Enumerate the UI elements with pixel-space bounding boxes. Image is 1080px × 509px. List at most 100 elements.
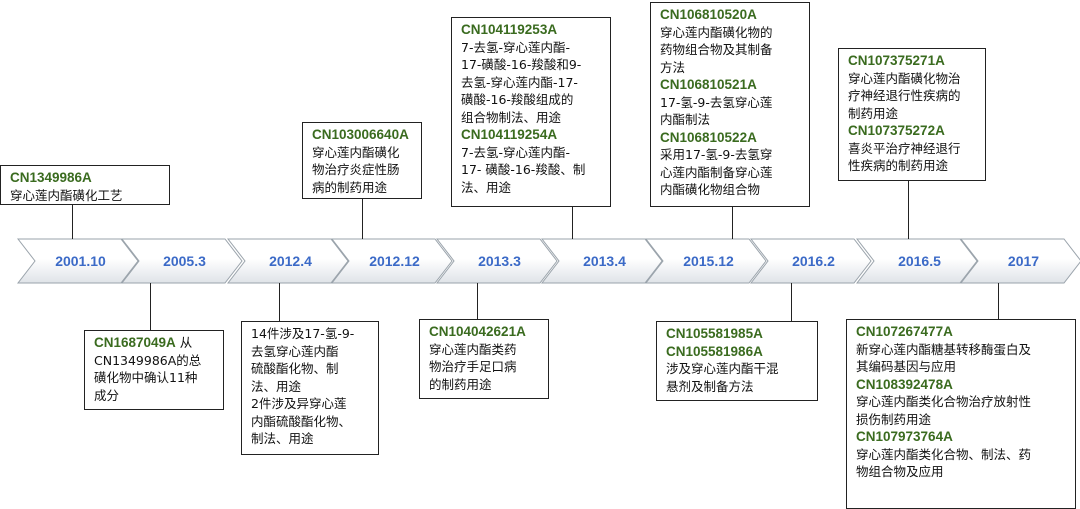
patent-description-line: 病的制药用途	[312, 179, 388, 195]
patent-description-line: 2件涉及异穿心莲	[251, 396, 347, 411]
patent-description-line: 17- 磺酸-16-羧酸、制	[461, 162, 586, 177]
patent-description-line: 穿心莲内酯磺化物的	[660, 24, 773, 40]
patent-description-line: 17-氢-9-去氢穿心莲	[660, 94, 773, 110]
year-label: 2013.4	[583, 253, 626, 269]
timeline-chevron	[120, 238, 243, 284]
connector-2016-5	[908, 181, 909, 239]
patent-number-line: CN106810520A	[660, 6, 803, 24]
patent-description-line: 穿心莲内酯类药	[429, 341, 517, 357]
patent-description-line: 损伤制药用途	[856, 411, 932, 427]
patent-number-line: CN107973764A	[856, 428, 1069, 446]
year-label: 2012.4	[269, 253, 312, 269]
patent-description-line: 法、用途	[251, 378, 302, 394]
patent-box-2016-5: CN107375271A 穿心莲内酯磺化物治疗神经退行性疾病的制药用途 CN1073…	[838, 48, 986, 181]
patent-description-line: 去氢-穿心莲内酯-17-	[461, 74, 578, 90]
patent-number-line: CN108392478A	[856, 376, 1069, 394]
patent-number: CN106810520A	[660, 7, 757, 22]
timeline-chevron	[959, 238, 1080, 284]
patent-description-line: 心莲内酯制备穿心莲	[660, 164, 773, 180]
patent-number: CN107267477A	[856, 324, 953, 339]
timeline-chevron	[226, 238, 349, 284]
patent-description-line: 成分	[94, 387, 120, 403]
patent-description-line: 14件涉及17-氢-9-	[251, 326, 355, 341]
patent-description-line: 穿心莲内酯磺化物治	[848, 70, 961, 86]
patent-description-line: 制法、用途	[251, 431, 314, 446]
patent-description-line: 制药用途	[848, 105, 899, 121]
patent-description-line: 7-去氢-穿心莲内酯-	[461, 39, 570, 55]
year-label: 2012.12	[369, 253, 420, 269]
timeline-chevron	[644, 238, 767, 284]
patent-number: CN104042621A	[429, 324, 526, 339]
patent-number-line: CN107267477A	[856, 323, 1069, 341]
patent-description-line: 的制药用途	[429, 376, 492, 392]
patent-number: CN107375272A	[848, 123, 945, 138]
patent-note: 从	[175, 335, 193, 350]
patent-description-line: 穿心莲内酯类化合物治疗放射性	[856, 394, 1032, 409]
patent-description-line: 性疾病的制药用途	[848, 158, 949, 173]
year-label: 2015.12	[683, 253, 734, 269]
connector-2005-3	[150, 283, 151, 330]
patent-description-line: 法、用途	[461, 179, 512, 195]
connector-2013-3	[477, 283, 478, 319]
patent-number-line: CN107375272A	[848, 122, 979, 140]
patent-description-line: 新穿心莲内酯糖基转移酶蛋白及	[856, 341, 1032, 357]
year-label: 2005.3	[163, 253, 206, 269]
patent-number-line: CN104119253A	[461, 21, 604, 39]
patent-description-line: 采用17-氢-9-去氢穿	[660, 147, 773, 162]
patent-number: CN104119254A	[461, 127, 558, 142]
patent-number: CN105581985A	[666, 326, 763, 341]
patent-number: CN103006640A	[312, 127, 409, 142]
timeline-chevron	[855, 238, 978, 284]
patent-description-line: 物治疗炎症性肠	[312, 162, 400, 177]
timeline-chevron	[435, 238, 558, 284]
patent-description-line: 喜炎平治疗神经退行	[848, 140, 961, 156]
patent-description-line: 7-去氢-穿心莲内酯-	[461, 144, 570, 160]
year-label: 2016.2	[792, 253, 835, 269]
patent-description-line: 物组合物及应用	[856, 464, 944, 479]
patent-description-line: 疗神经退行性疾病的	[848, 88, 961, 103]
patent-number-line: CN1687049A 从	[94, 334, 217, 352]
connector-2016-2	[791, 283, 792, 321]
patent-box-2013-3: CN104042621A 穿心莲内酯类药物治疗手足口病的制药用途	[419, 319, 549, 399]
patent-number-line: CN105581985A	[666, 325, 811, 343]
patent-number: CN104119253A	[461, 22, 558, 37]
patent-description-line: 穿心莲内酯磺化工艺	[10, 187, 123, 203]
patent-box-2013-4: CN104119253A 7-去氢-穿心莲内酯- 17-磺酸-16-羧酸和9- 去氢-…	[451, 17, 611, 207]
patent-number: CN108392478A	[856, 376, 953, 392]
year-label: 2001.10	[55, 253, 106, 269]
timeline-chevron	[540, 238, 663, 284]
patent-description-line: 物治疗手足口病	[429, 359, 517, 374]
year-label: 2016.5	[898, 253, 941, 269]
patent-description-line: 穿心莲内酯磺化	[312, 144, 400, 160]
patent-number-line: CN104119254A	[461, 126, 604, 144]
patent-description-line: 药物组合物及其制备	[660, 42, 773, 57]
connector-2015-12	[732, 207, 733, 239]
patent-number-line: CN105581986A	[666, 343, 811, 361]
patent-description-line: 硫酸酯化物、制	[251, 361, 339, 376]
connector-2017	[998, 283, 999, 319]
patent-number-line: CN1349986A	[10, 169, 163, 187]
timeline-chevron	[749, 238, 872, 284]
patent-description-line: 17-磺酸-16-羧酸和9-	[461, 57, 582, 72]
patent-number: CN107375271A	[848, 53, 945, 68]
patent-number: CN105581986A	[666, 343, 763, 359]
connector-2012-12	[362, 199, 363, 239]
connector-2001	[72, 205, 73, 239]
patent-number: CN106810522A	[660, 129, 757, 145]
connector-2013-4	[572, 207, 573, 239]
patent-description-line: 穿心莲内酯类化合物、制法、药	[856, 446, 1032, 462]
patent-box-2012-12: CN103006640A 穿心莲内酯磺化物治疗炎症性肠病的制药用途	[302, 122, 422, 199]
timeline-chevron	[330, 238, 453, 284]
patent-description-line: 悬剂及制备方法	[666, 378, 754, 394]
patent-description-line: 组合物制法、用途	[461, 109, 562, 125]
patent-description-line: 方法	[660, 59, 686, 75]
timeline-chevron	[16, 238, 139, 284]
year-label: 2017	[1008, 253, 1039, 269]
patent-number-line: CN104042621A	[429, 323, 542, 341]
patent-box-2015-12: CN106810520A 穿心莲内酯磺化物的药物组合物及其制备方法 CN106810…	[650, 2, 810, 207]
connector-2012-4	[279, 283, 280, 321]
